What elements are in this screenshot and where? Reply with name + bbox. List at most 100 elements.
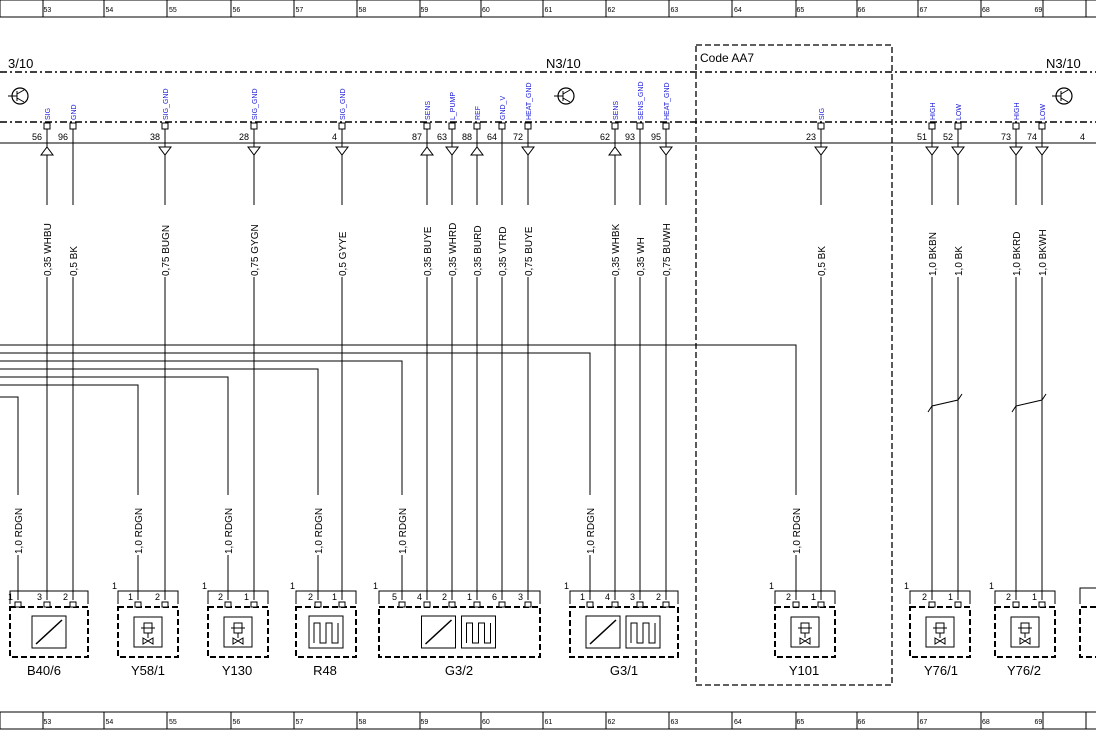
supply-feeder-wire (0, 376, 229, 600)
transistor-icon (8, 87, 29, 105)
wire-label-bg (472, 205, 482, 277)
pin-number: 64 (487, 132, 497, 142)
code-aa7-label: Code AA7 (700, 51, 754, 65)
ruler-cell-label: 59 (421, 7, 429, 14)
transistor-line (562, 97, 571, 103)
pin-terminal (1012, 122, 1020, 130)
ruler-cell-label: 63 (671, 7, 679, 14)
pin: GND_V 64 (487, 96, 507, 142)
pin-signal-label: GND (71, 104, 78, 120)
wire-color-label: 0,5 GYYE (338, 231, 349, 276)
wire-label-bg (12, 495, 24, 555)
pin-terminal (338, 122, 346, 130)
connector-outline (117, 590, 179, 604)
ruler-cell-label: 58 (359, 7, 367, 14)
pin-terminal (498, 122, 506, 130)
pin-terminal (817, 122, 825, 130)
wire-label-bg (927, 205, 937, 277)
pin-number: 28 (239, 132, 249, 142)
connector-outline (378, 590, 541, 604)
wire-color-label: 0,35 WHBK (611, 223, 622, 276)
wire-label-bg (222, 495, 234, 555)
component-pin (69, 601, 77, 608)
ruler-cell-label: 53 (44, 719, 52, 726)
pin-number: 95 (651, 132, 661, 142)
wire-label-bg (160, 205, 170, 277)
valve-body (1019, 637, 1031, 645)
component-pin (423, 601, 431, 608)
wire-color-label: 1,0 RDGN (586, 508, 597, 554)
component-label: Y130 (222, 663, 252, 678)
heater-wave (313, 622, 339, 644)
pin-number: 74 (1027, 132, 1037, 142)
component-pin (498, 601, 506, 608)
wire-label-bg (42, 205, 52, 277)
wire-color-label: 0,35 WH (636, 237, 647, 276)
direction-arrow-up (40, 146, 54, 156)
component-pin-number: 2 (308, 592, 313, 602)
wire-color-label: 0,75 BUYE (524, 226, 535, 276)
component-pin (134, 601, 142, 608)
pin-number: 96 (58, 132, 68, 142)
wire-color-label: 0,35 BURD (473, 225, 484, 276)
wire-color-label: 0,35 VTRD (498, 227, 509, 276)
component-pin (792, 601, 800, 608)
wire-label-bg (312, 495, 324, 555)
pin: HEAT_GND 95 (651, 82, 671, 142)
component-label: Y58/1 (131, 663, 165, 678)
connector-corner-number: 1 (989, 581, 994, 591)
wire-color-label: 1,0 RDGN (792, 508, 803, 554)
pin-signal-label: GND_V (500, 96, 507, 120)
pin-number: 56 (32, 132, 42, 142)
pin-terminal (161, 122, 169, 130)
wire-label-bg (661, 205, 671, 277)
wire-label-bg (1011, 205, 1021, 277)
direction-arrow-up (470, 146, 484, 156)
wire-label-bg (422, 205, 432, 277)
valve-body (799, 637, 811, 645)
pin-terminal (1038, 122, 1046, 130)
component-pin-number: 1 (244, 592, 249, 602)
wire-color-label: 1,0 RDGN (134, 508, 145, 554)
connector-outline (909, 590, 971, 604)
pin-terminal (662, 122, 670, 130)
ruler-cell-label: 59 (421, 719, 429, 726)
pin-signal-label: REF (475, 106, 482, 120)
ruler-cell-label: 64 (734, 7, 742, 14)
pin-signal-label: L_PUMP (450, 92, 457, 120)
ruler-cell-label: 65 (797, 719, 805, 726)
pin-signal-label: SIG (819, 108, 826, 120)
connector-corner-number: 1 (290, 581, 295, 591)
pin-terminal (954, 122, 962, 130)
component-pin-number: 2 (155, 592, 160, 602)
pin-signal-label: SIG_GND (163, 88, 170, 120)
component-pin-number: 3 (518, 592, 523, 602)
pin-signal-label: HIGH (930, 103, 937, 121)
direction-arrow-down (158, 146, 172, 156)
ruler-cell-label: 69 (1035, 719, 1043, 726)
pin-terminal (636, 122, 644, 130)
component-pin (954, 601, 962, 608)
pin-number: 73 (1001, 132, 1011, 142)
transistor-line (16, 89, 25, 95)
pin-signal-label: HEAT_GND (664, 82, 671, 120)
ruler-cell-label: 54 (106, 7, 114, 14)
wire-label-bg (337, 205, 347, 277)
pin-number: 4 (332, 132, 337, 142)
component-pin-number: 1 (467, 592, 472, 602)
wire-label-bg (790, 495, 802, 555)
wire-label-bg (396, 495, 408, 555)
ecu-mid-label: N3/10 (546, 56, 581, 71)
